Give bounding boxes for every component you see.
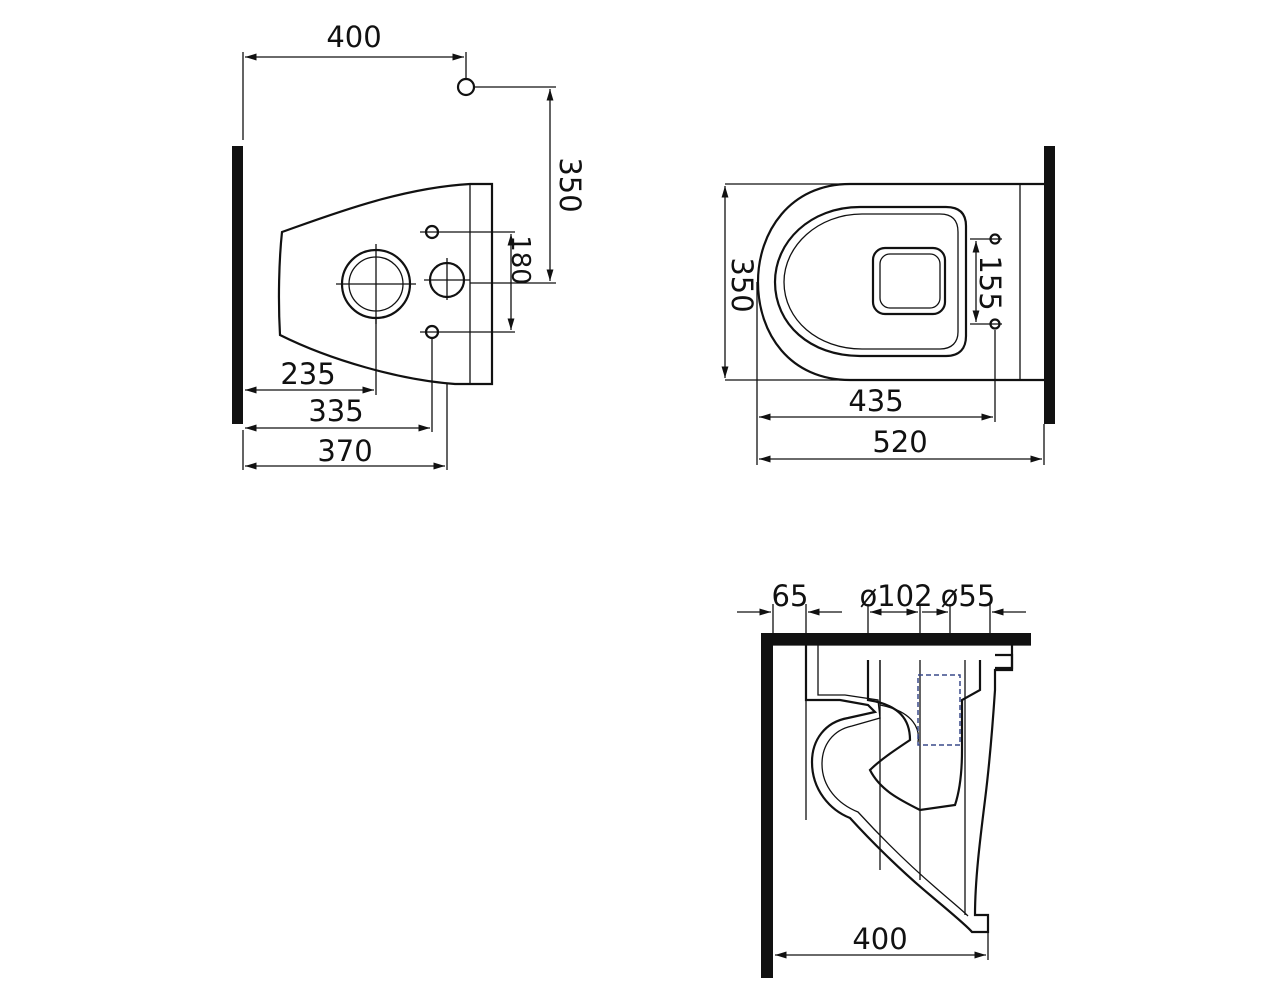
dim-side-335: 335 <box>308 394 363 428</box>
dim-top-155: 155 <box>973 255 1007 310</box>
dim-section-65: 65 <box>772 579 809 613</box>
dim-section-55: ø55 <box>941 579 996 613</box>
top-bowl-outline <box>756 182 1044 382</box>
top-view: 350 155 435 520 <box>721 146 1055 465</box>
dim-side-235: 235 <box>280 357 335 391</box>
dim-side-400: 400 <box>326 20 381 54</box>
dim-section-102: ø102 <box>859 579 932 613</box>
section-top-plate <box>761 633 1031 645</box>
section-trap <box>866 660 982 812</box>
section-view: 65 ø102 ø55 400 <box>737 579 1031 978</box>
top-rim-outer <box>773 205 968 358</box>
dim-top-350: 350 <box>725 257 759 312</box>
top-wall <box>1044 146 1055 424</box>
section-body-outline <box>804 645 1014 934</box>
dim-side-350: 350 <box>553 157 587 212</box>
reference-point <box>456 77 476 97</box>
side-wall <box>232 146 243 424</box>
dim-top-520: 520 <box>872 425 927 459</box>
dim-section-400: 400 <box>852 922 907 956</box>
side-view: 400 350 180 235 335 370 <box>232 20 587 470</box>
section-hidden-inlet <box>917 674 961 746</box>
dim-side-180: 180 <box>505 235 535 285</box>
dim-top-435: 435 <box>848 384 903 418</box>
top-bowl-inner <box>871 246 947 316</box>
dim-side-370: 370 <box>317 434 372 468</box>
side-body-outline <box>277 182 494 386</box>
section-wall <box>761 634 773 978</box>
